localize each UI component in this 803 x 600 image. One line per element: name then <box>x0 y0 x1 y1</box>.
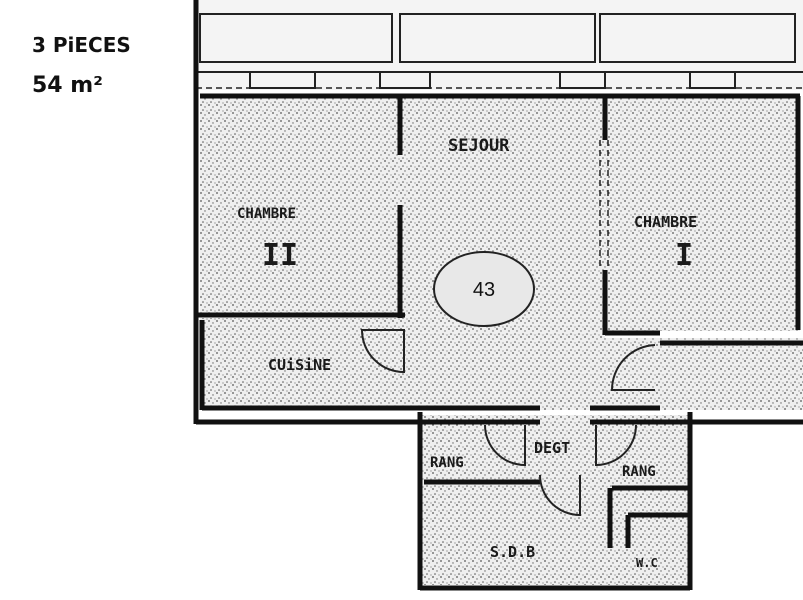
room-label-sdb: S.D.B <box>490 543 535 561</box>
walls <box>193 0 803 591</box>
room-label-rang-left: RANG <box>430 455 464 471</box>
room-label-sejour: SEJOUR <box>448 136 510 156</box>
room-label-degt: DEGT <box>534 439 570 457</box>
room-label-wc: W.C <box>636 556 658 570</box>
door-swings <box>360 329 656 517</box>
unit-number: 43 <box>473 279 495 301</box>
room-number-chambre-left: II <box>262 238 298 273</box>
area-label: 54 m² <box>32 73 103 98</box>
room-label-chambre-left: CHAMBRE <box>237 206 296 222</box>
rooms-count-label: 3 PiECES <box>32 33 131 57</box>
room-label-cuisine: CUiSiNE <box>268 356 331 374</box>
room-label-chambre-right: CHAMBRE <box>634 213 697 231</box>
balcony <box>193 0 803 90</box>
rooms-fill <box>200 96 803 585</box>
unit-number-badge <box>433 251 535 327</box>
room-number-chambre-right: I <box>675 238 693 273</box>
room-label-rang-right: RANG <box>622 464 656 480</box>
